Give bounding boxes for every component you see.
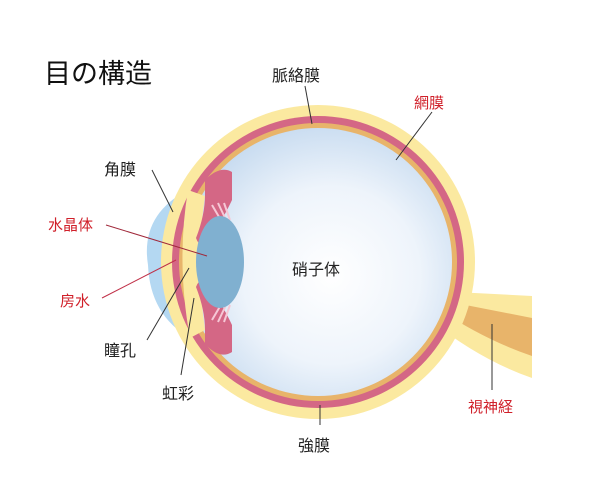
diagram-title: 目の構造 — [44, 59, 152, 90]
label-pupil: 瞳孔 — [104, 341, 137, 360]
label-optic-nerve: 視神経 — [468, 398, 514, 416]
label-sclera: 強膜 — [298, 436, 331, 455]
label-choroid: 脈絡膜 — [272, 66, 321, 85]
label-iris: 虹彩 — [162, 384, 195, 403]
label-lens: 水晶体 — [48, 216, 94, 234]
lens — [196, 216, 244, 308]
label-retina: 網膜 — [414, 94, 445, 112]
label-aqueous: 房水 — [60, 292, 91, 310]
vitreous-body — [184, 128, 452, 396]
cornea — [146, 190, 200, 338]
label-vitreous: 硝子体 — [292, 260, 341, 279]
label-cornea: 角膜 — [104, 160, 137, 179]
